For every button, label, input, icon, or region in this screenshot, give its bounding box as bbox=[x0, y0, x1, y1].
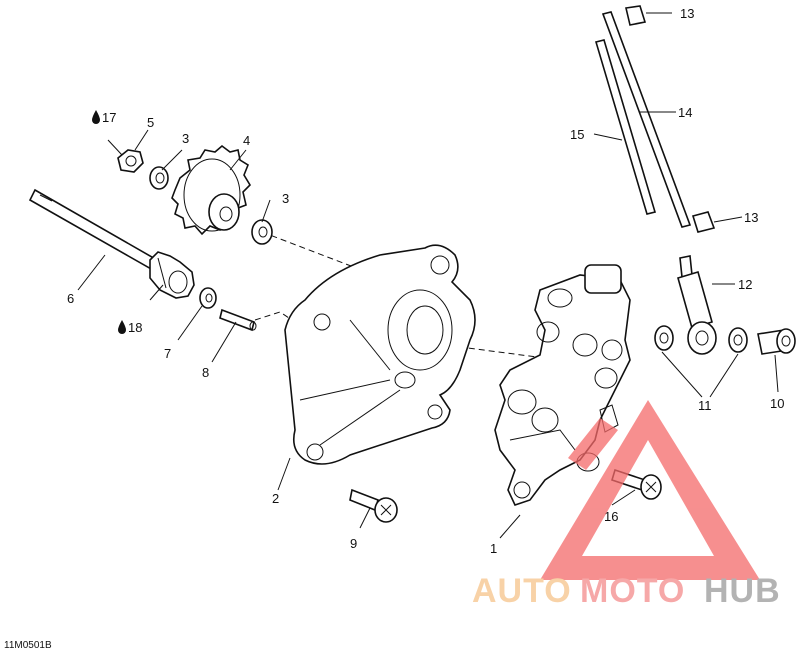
callout-7: 7 bbox=[164, 346, 171, 361]
pump-body-part-1 bbox=[494, 264, 631, 506]
callout-labels: 1 2 3 3 4 5 6 7 8 9 10 11 12 13 13 14 15… bbox=[67, 6, 784, 556]
pinion-part-18 bbox=[149, 251, 195, 299]
drawing-reference-code: 11M0501B bbox=[4, 640, 52, 651]
oil-drop-icon bbox=[118, 320, 126, 334]
clamp-part-13a bbox=[625, 5, 647, 26]
banjo-bolt-part-10 bbox=[757, 328, 796, 355]
leader-lines bbox=[77, 12, 779, 539]
callout-10: 10 bbox=[770, 396, 784, 411]
washer-part-11b bbox=[728, 327, 748, 353]
washer-part-7 bbox=[199, 287, 217, 309]
tube-part-14 bbox=[601, 11, 692, 228]
gear-part-4 bbox=[171, 144, 252, 236]
banjo-fitting-part-12 bbox=[677, 255, 717, 355]
pump-cover-part-2 bbox=[284, 244, 476, 465]
watermark-hub: HUB bbox=[704, 572, 781, 610]
callout-13b: 13 bbox=[744, 210, 758, 225]
callout-12: 12 bbox=[738, 277, 752, 292]
callout-3a: 3 bbox=[182, 131, 189, 146]
watermark-triangle-logo bbox=[540, 400, 760, 580]
tube-part-15 bbox=[594, 39, 657, 215]
callout-13a: 13 bbox=[680, 6, 694, 21]
callout-11: 11 bbox=[698, 398, 712, 413]
washer-part-11a bbox=[654, 325, 674, 351]
oil-drop-icon bbox=[92, 110, 100, 124]
washer-part-3b bbox=[251, 219, 273, 245]
watermark-auto: AUTO bbox=[472, 572, 572, 610]
callout-15: 15 bbox=[570, 127, 584, 142]
callout-6: 6 bbox=[67, 291, 74, 306]
nut-part-5 bbox=[117, 149, 144, 173]
clamp-part-13b bbox=[691, 211, 716, 233]
callout-17: 17 bbox=[102, 110, 116, 125]
callout-14: 14 bbox=[678, 105, 692, 120]
callout-2: 2 bbox=[272, 491, 279, 506]
watermark-moto: MOTO bbox=[580, 572, 685, 610]
callout-3b: 3 bbox=[282, 191, 289, 206]
callout-16: 16 bbox=[604, 509, 618, 524]
callout-5: 5 bbox=[147, 115, 154, 130]
washer-part-3a bbox=[149, 166, 169, 190]
callout-18: 18 bbox=[128, 320, 142, 335]
callout-8: 8 bbox=[202, 365, 209, 380]
callout-9: 9 bbox=[350, 536, 357, 551]
callout-4: 4 bbox=[243, 133, 250, 148]
screw-part-9 bbox=[349, 488, 398, 523]
pin-part-8 bbox=[219, 308, 257, 332]
callout-1: 1 bbox=[490, 541, 497, 556]
watermark: AUTO MOTO HUB bbox=[472, 400, 781, 610]
